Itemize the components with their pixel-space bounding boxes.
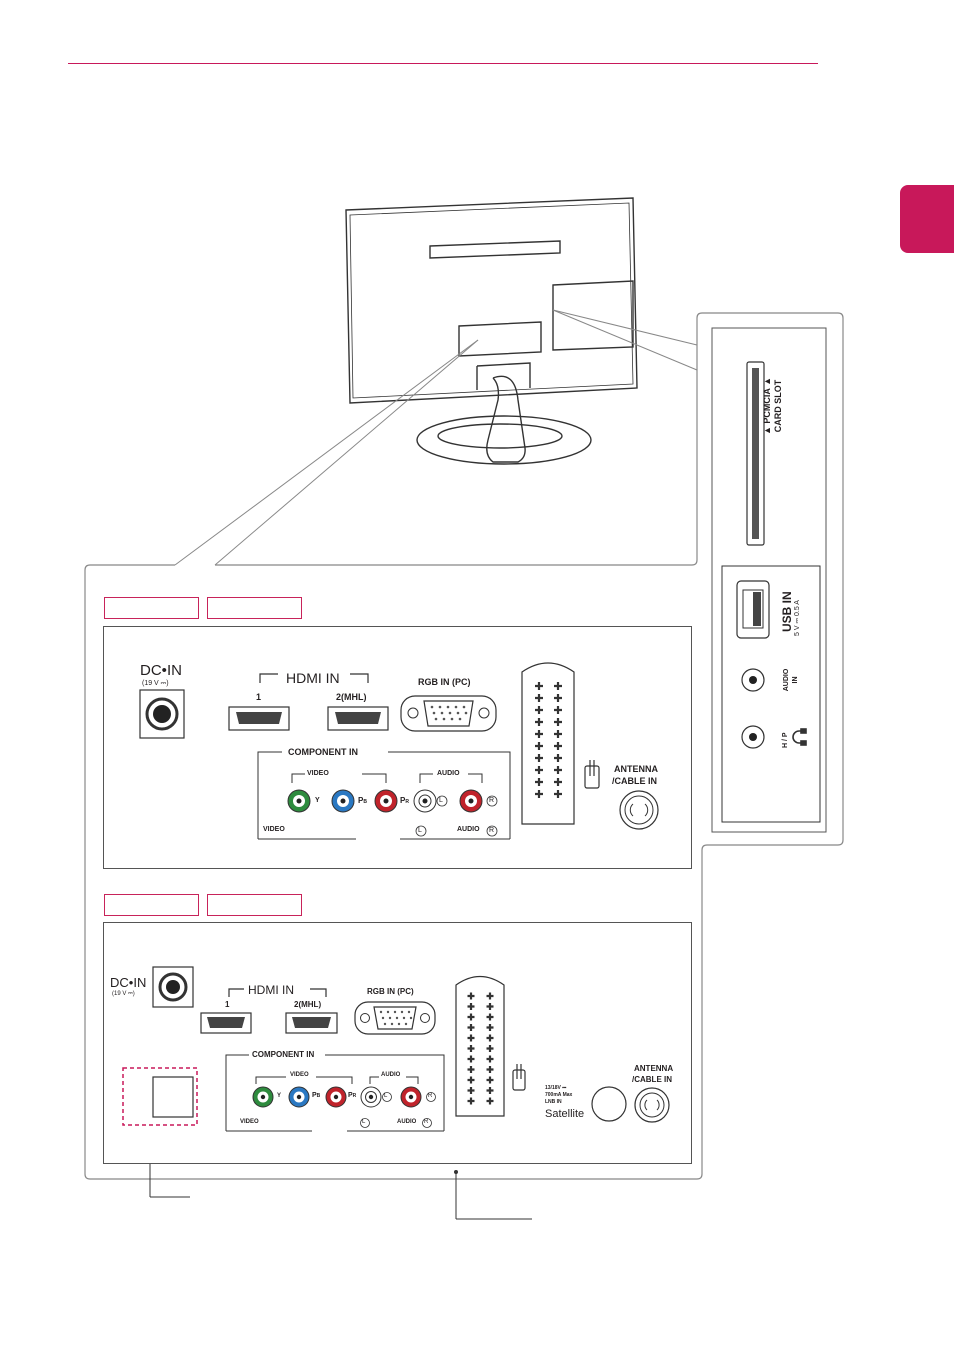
- bottom-video-label-a: VIDEO: [263, 826, 285, 833]
- scart-port-a: [521, 662, 575, 825]
- rca-y-a: [287, 789, 311, 813]
- video-label-b: VIDEO: [290, 1072, 309, 1078]
- usb-in-label: USB IN: [780, 591, 794, 632]
- hdmi1-port-b: [200, 1012, 252, 1034]
- rgb-port-b: [354, 1001, 436, 1035]
- hdmi2-port-a: [327, 706, 389, 731]
- model-tag-a1: [104, 597, 199, 619]
- l-label-b: L: [384, 1093, 388, 1099]
- optical-port-highlight: [122, 1067, 198, 1126]
- rgb-label-a: RGB IN (PC): [418, 677, 471, 687]
- cable-in-label-a: /CABLE IN: [612, 776, 657, 786]
- pr-label-a: PR: [400, 796, 409, 805]
- antenna-label-a: ANTENNA: [614, 764, 658, 774]
- satellite-port-b: [591, 1086, 627, 1122]
- language-tab: [900, 185, 954, 253]
- antenna-label-b: ANTENNA: [634, 1064, 674, 1073]
- dc-rating-a: (19 V ⎓): [142, 680, 169, 687]
- dc-in-label-a: DC•IN: [140, 662, 182, 679]
- l-label-a: L: [439, 797, 443, 804]
- hdmi2-label-a: 2(MHL): [336, 692, 367, 702]
- cable-in-label-b: /CABLE IN: [632, 1075, 672, 1084]
- pb-label-a: PB: [358, 796, 367, 805]
- scart-icon-a: [584, 760, 600, 789]
- bottom-video-label-b: VIDEO: [240, 1119, 259, 1125]
- satellite-label-b: Satellite: [545, 1108, 585, 1120]
- r-label-b: R: [428, 1093, 433, 1099]
- rca-l-b: [360, 1086, 382, 1108]
- rca-pr-b: [325, 1086, 347, 1108]
- rca-y-b: [252, 1086, 274, 1108]
- audio-in-label: AUDIO IN: [783, 668, 799, 692]
- hdmi1-port-a: [228, 706, 290, 731]
- bottom-audio-label-a: AUDIO: [457, 826, 480, 833]
- pb-label-b: PB: [312, 1092, 321, 1099]
- component-in-label-b: COMPONENT IN: [252, 1050, 315, 1059]
- antenna-port-b: [634, 1087, 670, 1123]
- audio-label-a: AUDIO: [437, 770, 460, 777]
- dc-rating-b: (19 V ⎓): [112, 991, 135, 997]
- hdmi-in-label-b: HDMI IN: [248, 983, 294, 997]
- hdmi2-port-b: [285, 1012, 338, 1034]
- header-rule: [68, 63, 818, 64]
- usb-rating-label: 5 V ⎓ 0.5 A: [794, 600, 801, 636]
- pcmcia-label: ▲ PCMCIA ▲ CARD SLOT: [762, 377, 783, 436]
- rgb-label-b: RGB IN (PC): [367, 987, 414, 996]
- rca-r-b: [400, 1086, 422, 1108]
- usb-port: [736, 580, 770, 639]
- lnb-line3-b: LNB IN: [545, 1099, 562, 1105]
- headphone-jack: [741, 725, 765, 749]
- hdmi1-label-b: 1: [225, 1000, 230, 1009]
- rgb-port-a: [400, 695, 497, 732]
- hdmi-in-label-a: HDMI IN: [286, 670, 340, 686]
- audio-in-jack: [741, 668, 765, 692]
- rca-r-a: [459, 789, 483, 813]
- hp-label: H / P: [782, 732, 789, 748]
- rca-pb-a: [331, 789, 355, 813]
- lnb-line2-b: 700mA Max: [545, 1092, 573, 1098]
- bottom-l-label-b: L: [362, 1119, 366, 1125]
- connection-panel-b: [103, 922, 692, 1164]
- bottom-r-label-b: R: [424, 1119, 429, 1125]
- model-tag-b1: [104, 894, 199, 916]
- bottom-audio-label-b: AUDIO: [397, 1119, 417, 1125]
- headphone-icon: [792, 728, 807, 746]
- component-in-label-a: COMPONENT IN: [288, 747, 359, 757]
- pr-label-b: PR: [348, 1092, 357, 1099]
- bottom-r-label-a: R: [489, 827, 495, 834]
- connection-panel-a: [103, 626, 692, 869]
- rca-pr-a: [374, 789, 398, 813]
- y-label-b: Y: [277, 1093, 282, 1099]
- scart-icon-b: [512, 1064, 526, 1091]
- antenna-port-a: [619, 790, 659, 830]
- rca-pb-b: [288, 1086, 310, 1108]
- dc-in-label-b: DC•IN: [110, 975, 147, 990]
- lnb-line1-b: 13/18V ⎓: [545, 1085, 567, 1091]
- model-tag-b2: [207, 894, 302, 916]
- hdmi1-label-a: 1: [256, 692, 262, 702]
- audio-label-b: AUDIO: [381, 1072, 401, 1078]
- model-tag-a2: [207, 597, 302, 619]
- rca-l-a: [413, 789, 437, 813]
- video-label-a: VIDEO: [307, 770, 329, 777]
- hdmi2-label-b: 2(MHL): [294, 1000, 322, 1009]
- scart-port-b: [455, 975, 505, 1117]
- y-label-a: Y: [315, 797, 320, 804]
- r-label-a: R: [489, 797, 495, 804]
- bottom-l-label-a: L: [418, 827, 422, 834]
